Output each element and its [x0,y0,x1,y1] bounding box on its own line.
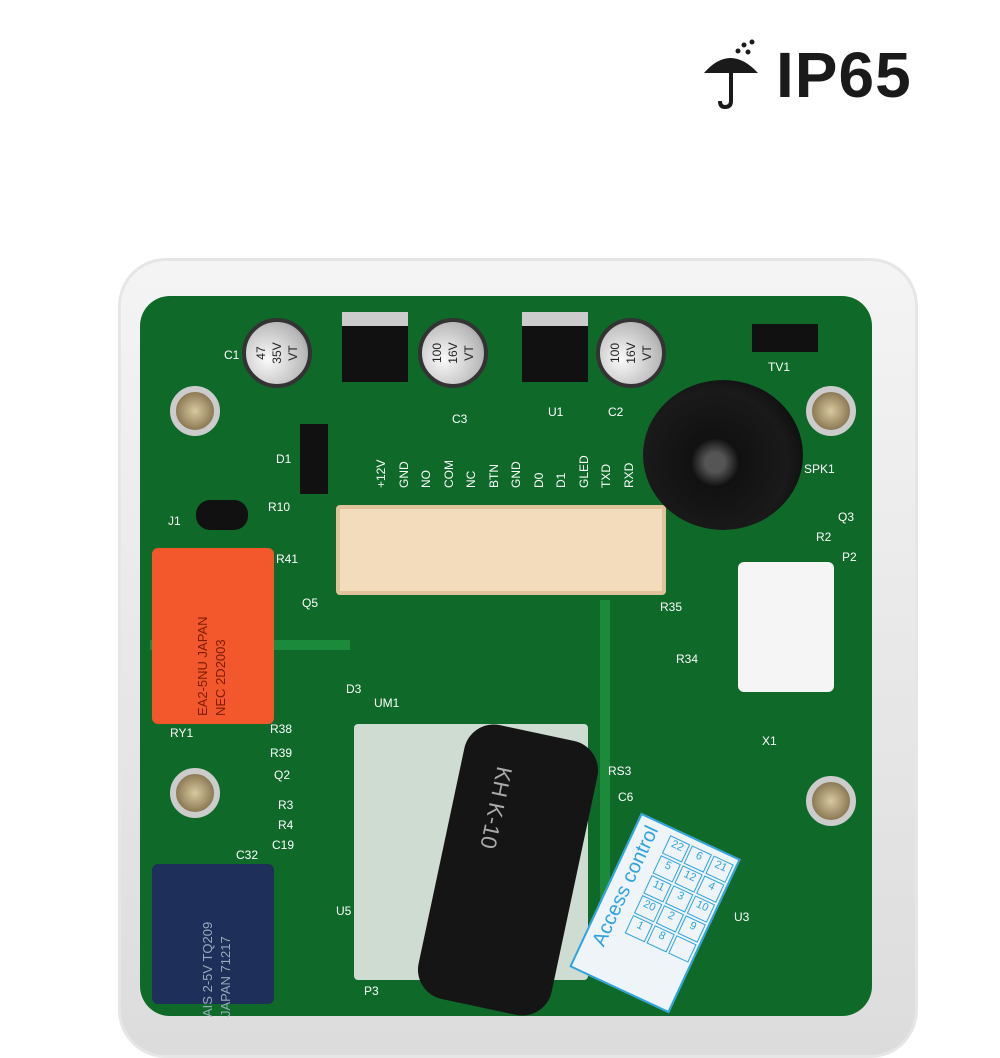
voltage-regulator [522,312,588,382]
ref-label: R39 [270,746,293,760]
ref-label: P3 [364,984,379,998]
capacitor-brand: VT [640,345,654,361]
pin-label: D0 [531,472,546,488]
pin-label: NC [464,470,478,488]
ref-label: P2 [842,550,857,564]
pin-label: GLED [576,455,591,488]
ref-label: UM1 [374,696,400,710]
ref-label: U3 [734,910,750,924]
ref-label: Q2 [274,768,291,782]
component-tv1 [752,324,818,352]
ref-label: C3 [452,412,468,426]
ref-label: D3 [346,682,362,696]
ref-label: Q5 [302,596,319,610]
umbrella-rain-icon [704,39,758,110]
capacitor-brand: VT [286,345,300,361]
ip65-badge: IP65 [700,38,912,112]
relay-text: TQ209 [200,921,215,962]
ref-label: R10 [268,500,291,514]
ip-rating: IP65 [776,39,912,111]
capacitor-voltage: 16V [446,342,460,364]
pin-label: BTN [486,464,501,488]
voltage-regulator [342,312,408,382]
ref-label: R3 [278,798,294,812]
ref-label: TV1 [768,360,791,374]
relay-text: 2-5V [200,964,215,993]
speaker [643,380,803,530]
ref-label: RY1 [170,726,194,740]
relay-ry1: EA2-5NU JAPAN NEC 2D2003 [152,548,274,724]
diode-d1 [300,424,328,494]
relay-text: JAPAN [218,976,233,1017]
pin-label: RXD [621,462,636,488]
capacitor-voltage: 16V [624,342,638,364]
jumper-j1 [196,500,248,530]
ref-label: R2 [816,530,832,544]
relay-text: JAPAN [195,616,210,658]
terminal-connector [336,505,666,595]
ref-label: C6 [618,790,634,804]
screw-icon [806,386,856,436]
relay-text: 71217 [218,936,233,973]
pin-label: GND [509,461,523,488]
pin-label: GND [396,461,411,488]
capacitor-value: 100 [430,343,444,364]
capacitor-value: 47 [254,346,268,360]
ref-label: D1 [276,452,292,466]
pin-label: NO [419,470,433,488]
connector-p2 [738,562,834,692]
ref-label: RS3 [608,764,632,778]
ref-label: C2 [608,405,624,419]
ref-label: U1 [548,405,564,419]
screw-icon [170,386,220,436]
ref-label: C1 [224,348,240,362]
ref-label: U5 [336,904,352,918]
capacitor-brand: VT [462,345,476,361]
ref-label: R34 [676,652,699,666]
relay-text: NEC [213,688,228,716]
ref-label: J1 [168,514,181,528]
ref-label: Q3 [838,510,855,524]
pin-label: TXD [599,464,613,488]
pin-label: +12V [374,459,388,488]
ref-label: R35 [660,600,683,614]
screw-icon [170,768,220,818]
pin-label: COM [441,460,456,488]
ref-label: R38 [270,722,293,736]
relay-text: AIS [200,996,215,1017]
ref-label: C19 [272,838,295,852]
ref-label: R41 [276,552,299,566]
relay-text: EA2-5NU [195,661,210,716]
cable-marking: KH K-10 [475,764,518,852]
ref-label: X1 [762,734,777,748]
relay-text: 2D2003 [213,639,228,685]
capacitor-voltage: 35V [270,342,284,364]
ref-label: SPK1 [804,462,835,476]
pcb-trace [600,600,610,900]
ref-label: C32 [236,848,259,862]
capacitor-value: 100 [608,343,622,364]
screw-icon [806,776,856,826]
pin-label: D1 [554,472,568,488]
ref-label: R4 [278,818,294,832]
